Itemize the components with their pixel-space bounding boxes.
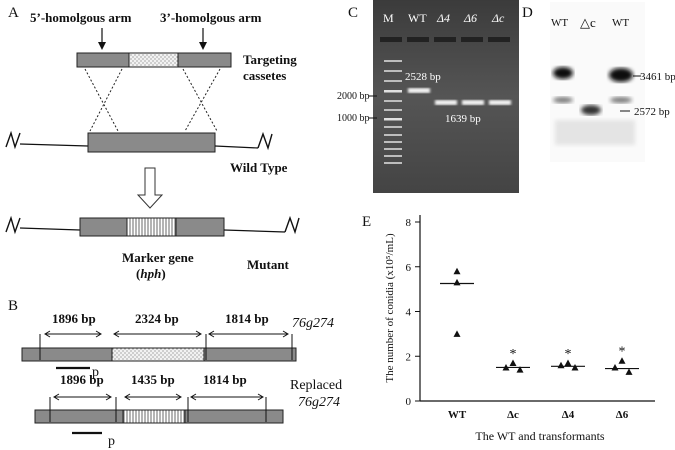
conidia-chart: 0 2 4 6 8WT Δc * Δ4 * Δ6 * xyxy=(406,215,655,421)
x-tick-label: Δc xyxy=(507,409,519,421)
panel-a-letter: A xyxy=(8,5,19,21)
probe-label-1: p xyxy=(92,365,99,380)
y-axis-label: The number of conidia (x10⁵/mL) xyxy=(384,233,396,383)
down-arrow-icon xyxy=(98,28,106,50)
mutant-locus xyxy=(5,215,300,237)
row2-seg2-size: 1435 bp xyxy=(131,372,175,387)
arm5-label: 5’-homolgous arm xyxy=(30,10,132,25)
data-point xyxy=(571,363,579,371)
blot-band-wt1-faint xyxy=(553,97,573,103)
panel-c: C M WT Δ4 Δ6 Δc xyxy=(337,0,519,193)
data-point xyxy=(611,363,619,371)
panel-d: D WT △c WT 3461 bp 2572 bp xyxy=(522,2,675,162)
hph-label: hph xyxy=(140,266,161,281)
hollow-down-arrow-icon xyxy=(136,167,164,209)
x-tick-label: Δ4 xyxy=(562,409,575,421)
y-tick-label: 4 xyxy=(406,307,412,319)
arm3-label: 3’-homolgous arm xyxy=(160,10,262,25)
gel-lane-labels: M WT Δ4 Δ6 Δc xyxy=(383,11,505,25)
data-point xyxy=(453,278,461,286)
y-tick-label: 8 xyxy=(406,217,412,229)
ladder-2000-label: 2000 bp xyxy=(337,91,370,102)
y-tick-label: 0 xyxy=(406,396,412,408)
row2-double-arrows xyxy=(53,393,264,401)
data-point xyxy=(509,359,517,366)
panel-e-letter: E xyxy=(362,214,371,230)
replaced-locus-bar xyxy=(34,397,284,424)
band-d6 xyxy=(462,100,484,105)
band-d4 xyxy=(435,100,457,105)
panel-d-letter: D xyxy=(522,5,533,21)
row1-seg3-size: 1814 bp xyxy=(225,311,269,326)
band-wt-size: 2528 bp xyxy=(405,71,441,83)
mutant-label: Mutant xyxy=(247,257,290,272)
wild-type-locus xyxy=(5,130,273,153)
wild-type-label: Wild Type xyxy=(230,160,288,175)
lane-d6: Δ6 xyxy=(463,11,477,25)
band-mut-size: 1639 bp xyxy=(445,113,481,125)
band-dc xyxy=(489,100,511,105)
row1-seg1-size: 1896 bp xyxy=(52,311,96,326)
row2-seg3-size: 1814 bp xyxy=(203,372,247,387)
gel-image xyxy=(373,0,519,193)
targeting-label: Targeting xyxy=(243,52,297,67)
blot-lane-wt1: WT xyxy=(551,17,568,29)
blot-smear xyxy=(555,120,635,145)
data-point xyxy=(618,357,626,364)
blot-lane-wt2: WT xyxy=(612,17,629,29)
blot-lane-dc: △c xyxy=(580,15,596,30)
significance-star: * xyxy=(619,345,626,360)
targeting-cassette xyxy=(76,52,232,68)
replaced-label: Replaced xyxy=(290,378,342,393)
data-point xyxy=(564,359,572,366)
significance-star: * xyxy=(510,347,517,362)
blot-band-dc xyxy=(581,105,601,115)
data-point xyxy=(453,330,461,337)
blot-2572-label: 2572 bp xyxy=(634,106,670,118)
hph-paren-close: ) xyxy=(161,266,165,281)
significance-star: * xyxy=(565,347,572,362)
x-axis-label: The WT and transformants xyxy=(475,429,605,443)
y-tick-label: 6 xyxy=(406,262,412,274)
panel-b-letter: B xyxy=(8,298,18,314)
ladder-bands xyxy=(384,60,402,164)
native-locus-bar xyxy=(21,334,297,362)
cassettes-label: cassetes xyxy=(243,68,286,83)
panel-b: B 1896 bp 2324 bp 1814 bp 76g274 p 1896 … xyxy=(8,298,342,449)
x-tick-label: WT xyxy=(448,409,467,421)
data-point xyxy=(557,361,565,369)
data-point xyxy=(516,366,524,373)
lane-wt: WT xyxy=(408,11,427,25)
lane-d4: Δ4 xyxy=(436,11,450,25)
panel-e: E 0 2 4 6 8WT Δc * Δ4 * Δ6 * The number of conidia… xyxy=(362,214,655,443)
ladder-1000-label: 1000 bp xyxy=(337,113,370,124)
crossover-lines xyxy=(84,68,221,132)
lane-dc: Δc xyxy=(491,11,505,25)
gene-name-label: 76g274 xyxy=(292,316,334,331)
y-tick-label: 2 xyxy=(406,351,412,363)
blot-band-wt2-top xyxy=(609,68,633,82)
band-wt xyxy=(408,88,430,93)
panel-c-letter: C xyxy=(348,5,358,21)
row1-double-arrows xyxy=(44,330,289,338)
blot-3461-label: 3461 bp xyxy=(640,71,675,83)
data-point xyxy=(453,267,461,275)
down-arrow-icon xyxy=(199,28,207,50)
data-point xyxy=(625,368,633,375)
gel-wells xyxy=(380,37,510,42)
marker-gene-label: Marker gene xyxy=(122,250,194,265)
blot-band-wt2-faint xyxy=(610,97,632,103)
marker-gene-hph: (hph) xyxy=(136,266,166,281)
blot-band-wt1-top xyxy=(553,67,573,79)
hph-paren-open: ( xyxy=(136,266,140,281)
row2-seg1-size: 1896 bp xyxy=(60,372,104,387)
row1-seg2-size: 2324 bp xyxy=(135,311,179,326)
lane-m: M xyxy=(383,11,394,25)
x-tick-label: Δ6 xyxy=(616,409,629,421)
panel-a: A 5’-homolgous arm 3’-homolgous arm Targ… xyxy=(5,5,300,281)
replaced-gene-label: 76g274 xyxy=(298,395,340,410)
probe-label-2: p xyxy=(108,434,115,449)
